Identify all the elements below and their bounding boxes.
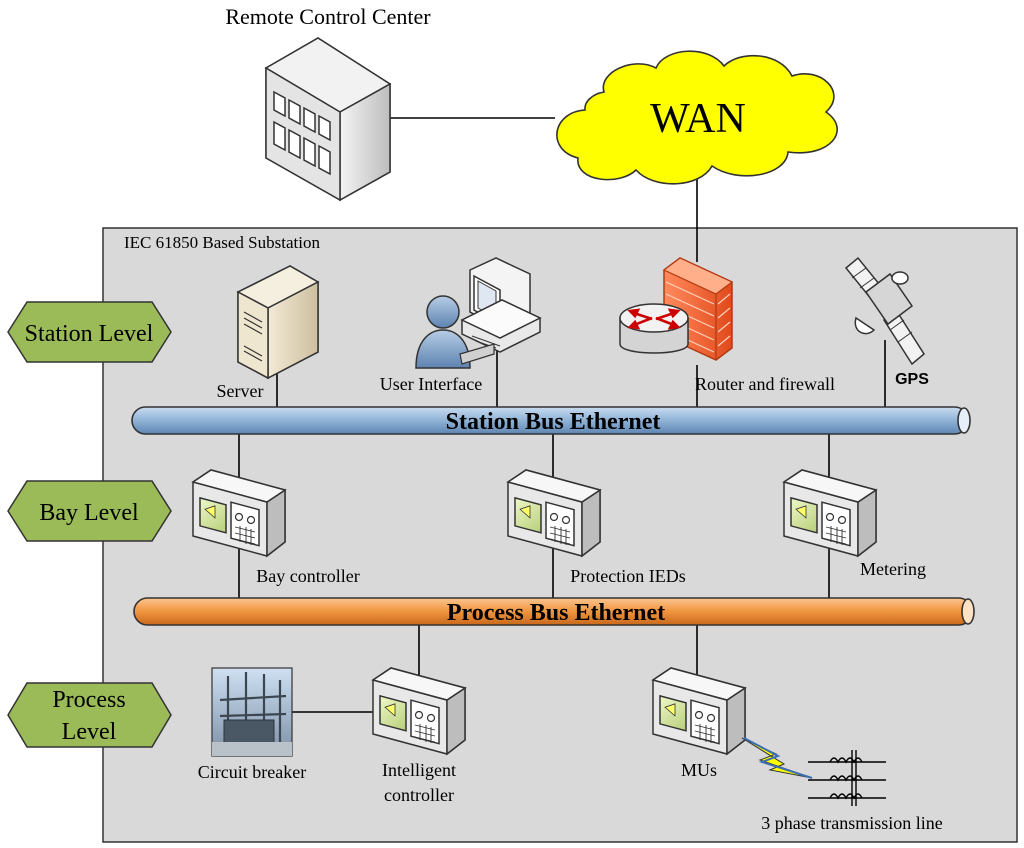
transmission-line-icon — [808, 750, 886, 806]
bay-controller-label: Bay controller — [256, 566, 359, 586]
remote-control-center-label: Remote Control Center — [225, 4, 431, 29]
user-interface-label: User Interface — [380, 374, 482, 394]
process-bus-pipe — [133, 597, 975, 626]
wan-cloud — [556, 50, 838, 185]
server-icon — [236, 265, 320, 380]
station-level-label: Station Level — [25, 321, 154, 347]
router-icon — [619, 303, 689, 354]
station-level-badge: Station Level — [7, 301, 172, 363]
process-bus-label: Process Bus Ethernet — [447, 600, 665, 626]
computer-icon — [460, 257, 542, 353]
circuit-breaker-label: Circuit breaker — [198, 762, 306, 782]
substation-title: IEC 61850 Based Substation — [124, 233, 320, 252]
lightning-bolt-icon — [741, 737, 813, 779]
process-level-label-line1: Process — [52, 687, 125, 713]
process-level-label-line2: Level — [62, 719, 117, 745]
intelligent-controller-label-line1: Intelligent — [382, 760, 456, 780]
wan-label: WAN — [650, 96, 746, 142]
station-bus-label: Station Bus Ethernet — [446, 409, 661, 435]
building-icon — [264, 37, 392, 202]
process-level-badge: Process Level — [7, 682, 172, 748]
satellite-icon — [844, 256, 925, 366]
metering-label: Metering — [860, 559, 926, 579]
user-icon — [415, 295, 495, 369]
router-firewall-label: Router and firewall — [695, 374, 835, 394]
protection-ieds-label: Protection IEDs — [570, 566, 685, 586]
circuit-breaker-photo — [211, 667, 293, 757]
intelligent-controller-label-line2: controller — [384, 785, 454, 805]
transmission-line-label: 3 phase transmission line — [761, 813, 942, 833]
server-label: Server — [217, 381, 264, 401]
mus-label: MUs — [681, 760, 717, 780]
bay-level-badge: Bay Level — [7, 480, 172, 542]
station-bus-pipe — [131, 406, 971, 435]
bay-level-label: Bay Level — [39, 500, 139, 526]
gps-label: GPS — [895, 371, 929, 388]
